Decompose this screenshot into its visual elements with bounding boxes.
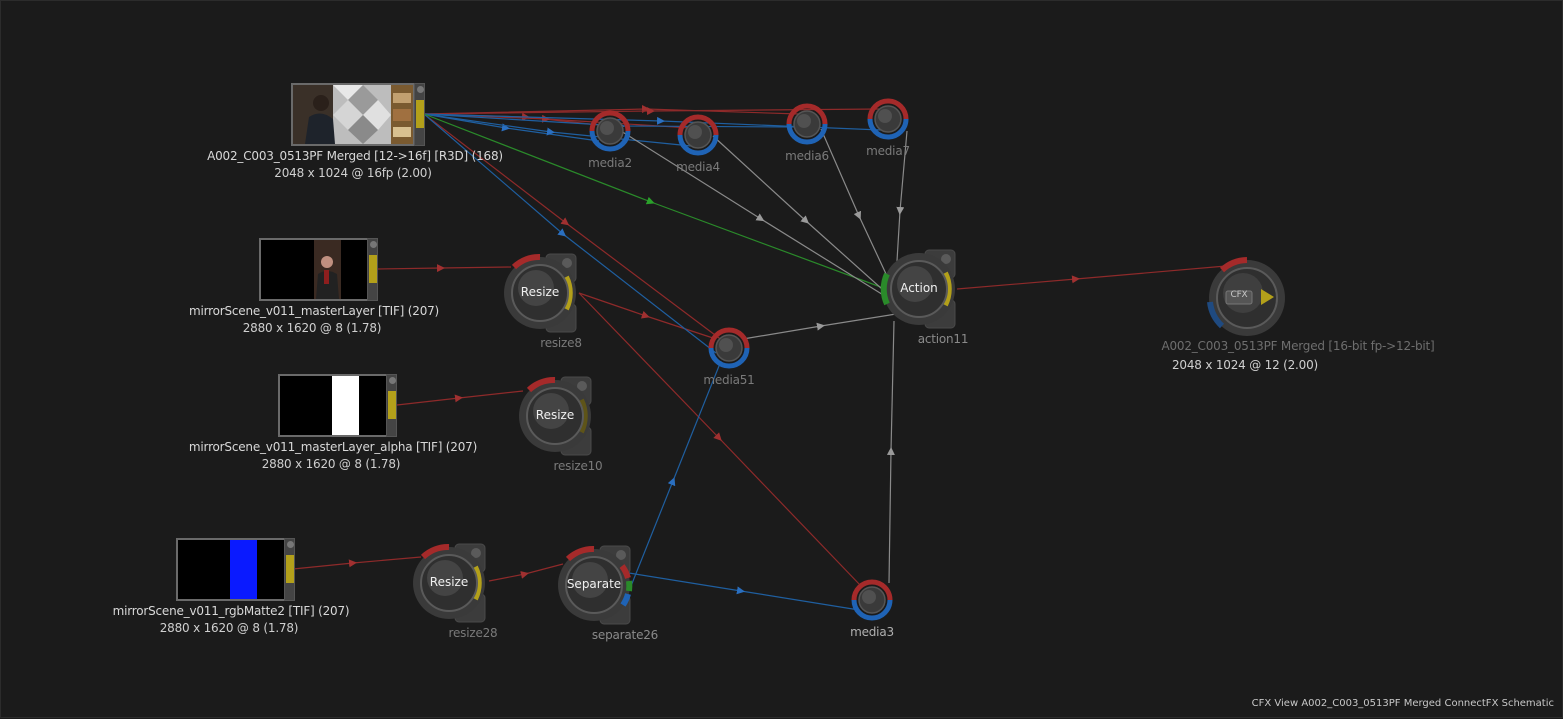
node-name: resize10 bbox=[554, 459, 603, 473]
action-node-action11[interactable]: Action action11 bbox=[879, 248, 959, 330]
node-name: media51 bbox=[703, 373, 754, 387]
clip-image-masterlayer bbox=[261, 240, 367, 299]
link-separate26-media3 bbox=[629, 573, 859, 610]
media-node-media4[interactable]: media4 bbox=[677, 114, 719, 156]
link-media2-action11 bbox=[621, 131, 901, 306]
link-clip3-resize10 bbox=[397, 391, 523, 405]
clip-name: mirrorScene_v011_masterLayer [TIF] (207) bbox=[189, 304, 439, 318]
clip-output-socket[interactable] bbox=[286, 555, 294, 583]
clip-output-socket[interactable] bbox=[416, 100, 424, 128]
node-button-label: Resize bbox=[409, 575, 489, 589]
clip-status-dot bbox=[287, 541, 294, 548]
node-name: media2 bbox=[588, 156, 632, 170]
output-name: A002_C003_0513PF Merged [16-bit fp->12-b… bbox=[1161, 339, 1434, 353]
link-separate26-media51 bbox=[629, 361, 721, 591]
link-media51-action11 bbox=[743, 314, 896, 339]
media-node-media51[interactable]: media51 bbox=[708, 327, 750, 369]
clip-thumbnail-alpha[interactable] bbox=[278, 374, 388, 437]
node-name: action11 bbox=[918, 332, 969, 346]
clip-thumbnail-masterlayer[interactable] bbox=[259, 238, 369, 301]
clip-image-alpha bbox=[280, 376, 386, 435]
node-name: resize8 bbox=[540, 336, 582, 350]
node-button-label: Action bbox=[879, 281, 959, 295]
node-button-label: Resize bbox=[515, 408, 595, 422]
clip-output-tab[interactable] bbox=[414, 83, 425, 146]
resize-node-resize28[interactable]: Resize resize28 bbox=[409, 542, 489, 624]
media-node-media6[interactable]: media6 bbox=[786, 103, 828, 145]
media-node-media3[interactable]: media3 bbox=[851, 579, 893, 621]
clip-thumbnail-rgbmatte[interactable] bbox=[176, 538, 286, 601]
clip-info: 2048 x 1024 @ 16fp (2.00) bbox=[274, 166, 431, 180]
resize-node-resize8[interactable]: Resize resize8 bbox=[500, 252, 580, 334]
output-node[interactable]: CFX bbox=[1206, 257, 1288, 339]
media-node-media7[interactable]: media7 bbox=[867, 98, 909, 140]
clip-info: 2880 x 1620 @ 8 (1.78) bbox=[160, 621, 299, 635]
clip-output-socket[interactable] bbox=[388, 391, 396, 419]
link-clip2-resize8 bbox=[377, 267, 511, 269]
clip-output-socket[interactable] bbox=[369, 255, 377, 283]
resize-node-resize10[interactable]: Resize resize10 bbox=[515, 375, 595, 457]
output-info: 2048 x 1024 @ 12 (2.00) bbox=[1172, 358, 1318, 372]
media-node-media2[interactable]: media2 bbox=[589, 110, 631, 152]
clip-name: A002_C003_0513PF Merged [12->16f] [R3D] … bbox=[207, 149, 503, 163]
clip-output-tab[interactable] bbox=[386, 374, 397, 437]
node-button-label: Separate bbox=[554, 577, 634, 591]
link-clip4-resize28 bbox=[293, 557, 421, 569]
clip-output-tab[interactable] bbox=[367, 238, 378, 301]
clip-thumbnail-r3d[interactable] bbox=[291, 83, 415, 146]
clip-name: mirrorScene_v011_masterLayer_alpha [TIF]… bbox=[189, 440, 477, 454]
clip-image-rgbmatte bbox=[178, 540, 284, 599]
link-action11-output bbox=[957, 266, 1226, 289]
cfx-badge-text: CFX bbox=[1230, 290, 1247, 300]
clip-output-tab[interactable] bbox=[284, 538, 295, 601]
link-resize28-separate26 bbox=[489, 564, 563, 581]
node-name: media6 bbox=[785, 149, 829, 163]
link-media3-action11 bbox=[889, 321, 894, 583]
node-name: media4 bbox=[676, 160, 720, 174]
clip-info: 2880 x 1620 @ 8 (1.78) bbox=[243, 321, 382, 335]
view-title: CFX View A002_C003_0513PF Merged Connect… bbox=[1252, 698, 1554, 709]
clip-image-person-wall bbox=[293, 85, 413, 144]
clip-status-dot bbox=[389, 377, 396, 384]
clip-status-dot bbox=[370, 241, 377, 248]
node-name: resize28 bbox=[449, 626, 498, 640]
node-button-label: Resize bbox=[500, 285, 580, 299]
clip-info: 2880 x 1620 @ 8 (1.78) bbox=[262, 457, 401, 471]
separate-node-separate26[interactable]: Separate separate26 bbox=[554, 544, 636, 626]
node-name: media7 bbox=[866, 144, 910, 158]
clip-status-dot bbox=[417, 86, 424, 93]
node-name: separate26 bbox=[592, 628, 658, 642]
clip-name: mirrorScene_v011_rgbMatte2 [TIF] (207) bbox=[113, 604, 350, 618]
node-name: media3 bbox=[850, 625, 894, 639]
